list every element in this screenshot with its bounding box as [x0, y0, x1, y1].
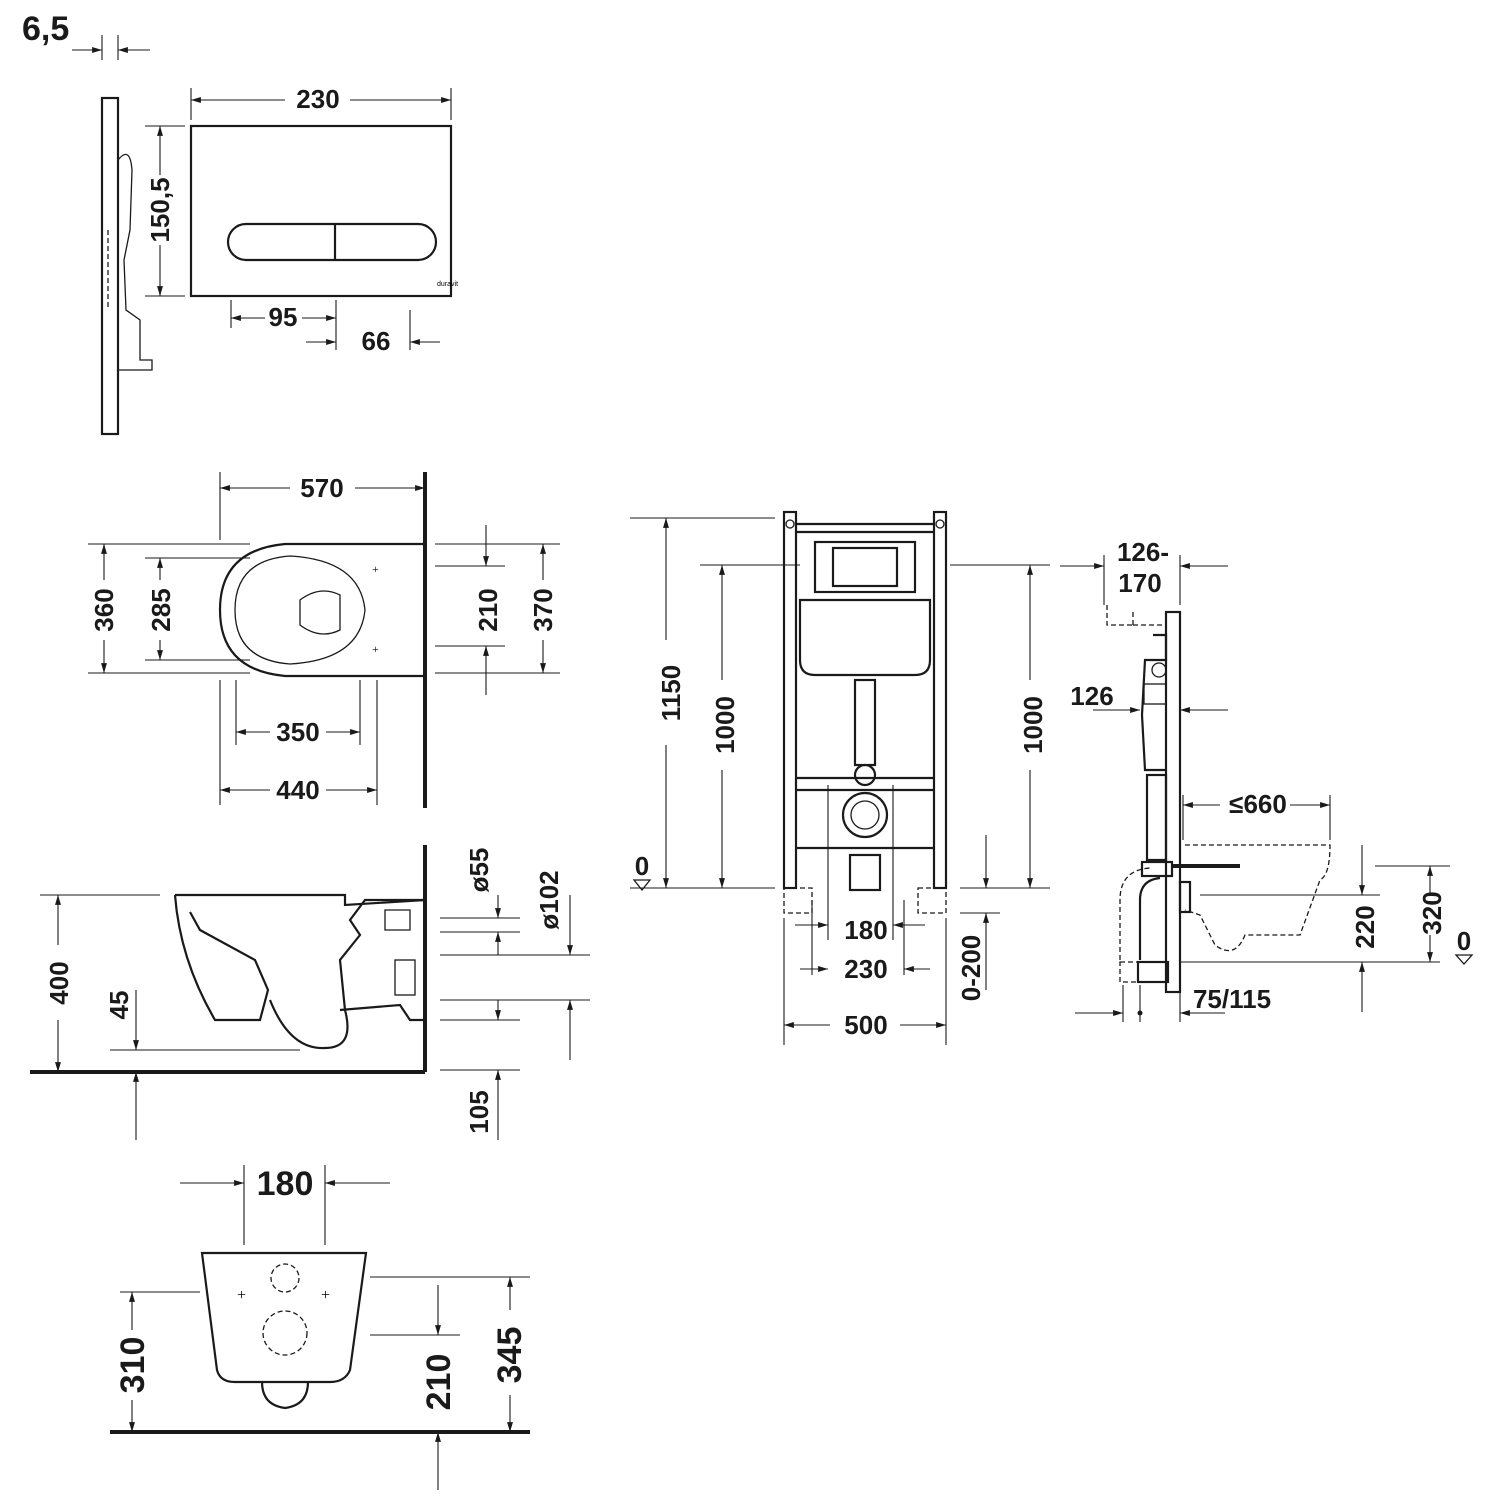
fixing-mark-icon: + [237, 1287, 246, 1304]
dimension-plate-thickness: 6,5 [22, 10, 150, 60]
label-side-depth-line2: 170 [1118, 568, 1161, 598]
toilet-rear-view: + + [110, 1251, 530, 1434]
label-plate-height: 150,5 [145, 177, 175, 242]
label-frame-bolt-spacing: 230 [844, 954, 887, 984]
label-top-fixing-spacing: 210 [473, 588, 503, 631]
label-frame-cistern-height-right: 1000 [1018, 696, 1048, 754]
dimension-frame-front: 1150 1000 1000 0-200 0 180 230 500 [630, 517, 1050, 1045]
label-bowl-depth: 45 [104, 991, 134, 1020]
dimension-top-lengths: 350 440 [219, 680, 378, 805]
label-frame-width: 500 [844, 1010, 887, 1040]
dimension-frame-side: 126- 170 126 ≤660 220 320 0 75/115 [1060, 537, 1474, 1022]
dimension-button-width: 95 66 [230, 300, 440, 356]
label-frame-cistern-height-left: 1000 [710, 696, 740, 754]
label-top-width-outer: 360 [89, 588, 119, 631]
duravit-logo: duravit [437, 281, 458, 288]
label-outlet-diameter: ø102 [534, 870, 564, 929]
label-outlet-height: 105 [464, 1090, 494, 1133]
label-button-width: 95 [269, 302, 298, 332]
dimension-rear: 180 310 210 345 [114, 1165, 530, 1490]
floor-level-triangle-icon [1454, 954, 1474, 965]
label-plate-thickness: 6,5 [22, 10, 69, 48]
label-frame-foot-adjustment: 0-200 [956, 935, 986, 1002]
label-rear-inlet-height: 210 [420, 1354, 458, 1411]
fixing-mark-icon: + [372, 562, 379, 576]
label-frame-total-height: 1150 [656, 665, 686, 721]
flush-plate-side-view [100, 96, 153, 436]
dimension-top-widths: 360 285 210 370 [88, 525, 560, 695]
fixing-mark-icon: + [321, 1287, 330, 1304]
label-rear-outlet-height: 345 [491, 1327, 529, 1384]
label-side-outlet-height: 220 [1350, 905, 1380, 948]
frame-front-view [782, 510, 948, 914]
label-button-offset: 66 [362, 326, 391, 356]
label-side-cistern-depth: 126 [1070, 681, 1113, 711]
label-rim-height: 400 [44, 961, 74, 1004]
label-plate-width: 230 [296, 84, 339, 114]
label-side-depth-line1: 126- [1117, 537, 1169, 567]
label-side-floor-level: 0 [1457, 926, 1471, 956]
dimension-plate-width: 230 [190, 84, 452, 120]
dimension-side: 400 45 ø55 ø102 105 [40, 848, 590, 1140]
label-frame-floor-level: 0 [635, 851, 649, 881]
label-frame-outlet-spacing: 180 [844, 915, 887, 945]
label-top-width-inner: 285 [146, 588, 176, 631]
dimension-top-length: 570 [219, 472, 425, 540]
floor-level-triangle-icon [632, 879, 652, 892]
label-side-inlet-height: 320 [1417, 891, 1447, 934]
label-side-pipe-offset: 75/115 [1193, 984, 1271, 1014]
toilet-top-view: + + [218, 472, 427, 808]
label-top-length: 570 [300, 473, 343, 503]
fixing-mark-icon: + [372, 642, 379, 656]
dimension-plate-height: 150,5 [145, 125, 185, 297]
label-rear-bolt-height: 310 [114, 1337, 152, 1394]
flush-plate-front-view: duravit [189, 124, 458, 298]
label-bowl-length: 350 [276, 717, 319, 747]
label-top-overall-width: 370 [528, 588, 558, 631]
label-seat-length: 440 [276, 775, 319, 805]
label-side-max-projection: ≤660 [1229, 789, 1287, 819]
frame-side-view [1106, 605, 1440, 994]
label-rear-fixing-width: 180 [257, 1165, 314, 1203]
toilet-side-view [30, 845, 427, 1074]
label-inlet-diameter: ø55 [464, 848, 494, 893]
